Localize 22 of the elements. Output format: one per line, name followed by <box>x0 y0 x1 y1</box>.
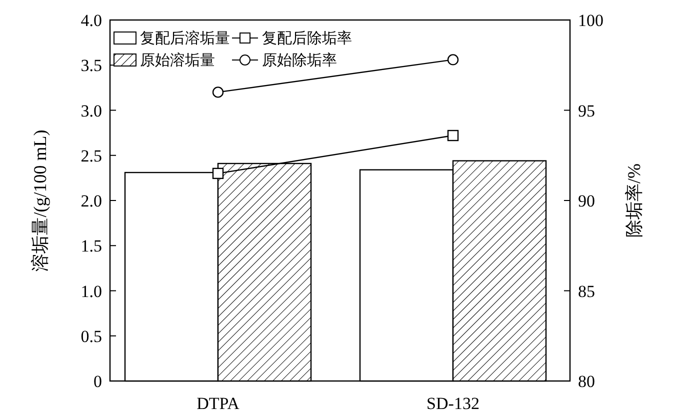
tick-label: 2.0 <box>80 192 102 210</box>
legend-label: 复配后溶垢量 <box>140 31 230 47</box>
tick-label: 95 <box>578 101 595 120</box>
tick-label: 3.0 <box>80 101 102 120</box>
legend-label: 原始除垢率 <box>262 53 337 69</box>
tick-label: 0.5 <box>80 326 102 346</box>
axis-title: 除垢率/% <box>624 164 644 238</box>
legend-label: 原始溶垢量 <box>140 53 215 69</box>
category-label: SD-132 <box>426 394 480 413</box>
tick-label: 1.0 <box>80 282 102 301</box>
tick-label: 1.5 <box>80 236 102 256</box>
category-label: DTPA <box>196 394 240 413</box>
tick-label: 80 <box>578 372 595 391</box>
tick-label: 85 <box>578 282 595 301</box>
tick-label: 2.5 <box>80 146 102 166</box>
tick-label: 0 <box>94 372 102 391</box>
legend-label: 复配后除垢率 <box>262 31 352 47</box>
axis-title: 溶垢量/(g/100 mL) <box>30 130 50 272</box>
tick-label: 4.0 <box>80 11 102 30</box>
tick-label: 100 <box>578 11 604 30</box>
tick-label: 3.5 <box>80 56 102 76</box>
tick-label: 90 <box>578 192 595 210</box>
